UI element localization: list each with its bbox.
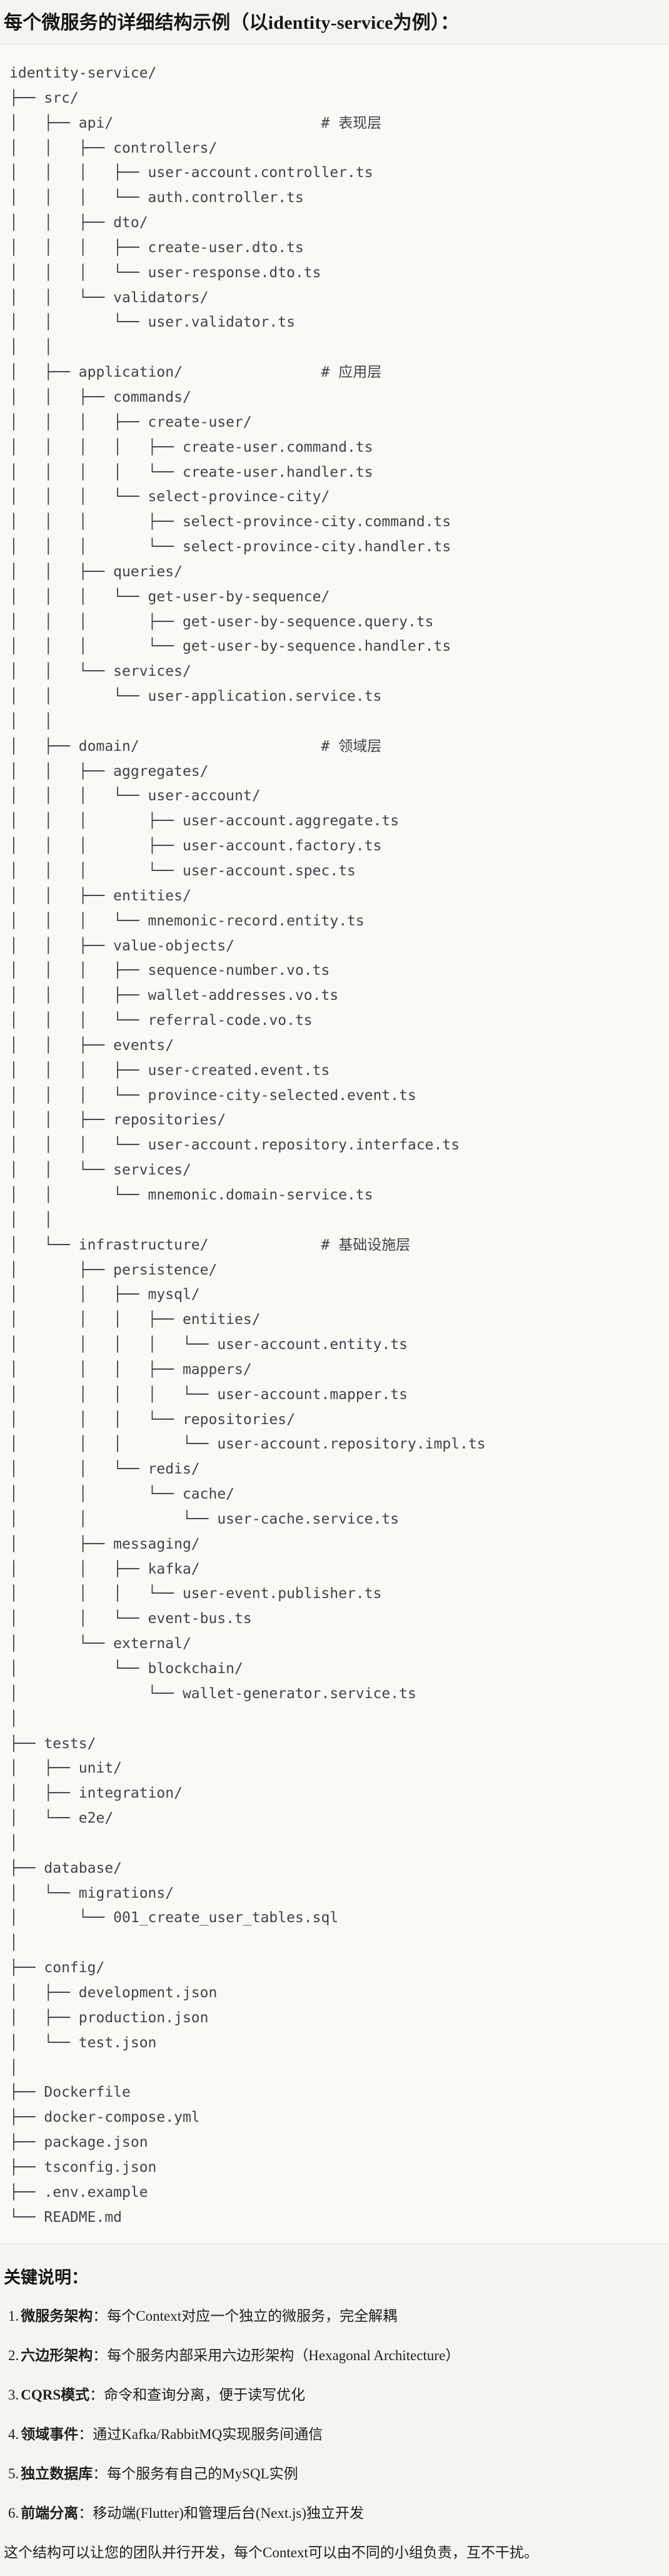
note-colon: ： [78,2505,93,2522]
note-text: 每个服务有自己的MySQL实例 [107,2466,298,2482]
note-term: 独立数据库 [21,2466,93,2482]
note-text: 每个Context对应一个独立的微服务，完全解耦 [107,2308,398,2324]
note-number: 4. [8,2426,19,2443]
page-title: 每个微服务的详细结构示例（以identity-service为例）： [4,13,460,33]
note-number: 5. [8,2466,19,2482]
note-colon: ： [78,2426,93,2443]
note-text: 命令和查询分离，便于读写优化 [104,2387,306,2403]
note-number: 6. [8,2505,19,2522]
note-item: 5.独立数据库：每个服务有自己的MySQL实例 [8,2463,664,2485]
note-term: 六边形架构 [21,2348,93,2364]
notes-heading: 关键说明： [4,2268,88,2288]
note-number: 3. [8,2387,19,2403]
note-term: CQRS模式 [21,2387,90,2403]
notes-list: 1.微服务架构：每个Context对应一个独立的微服务，完全解耦 2.六边形架构… [4,2306,664,2524]
closing-paragraph: 这个结构可以让您的团队并行开发，每个Context可以由不同的小组负责，互不干扰… [4,2545,538,2561]
note-number: 2. [8,2348,19,2364]
note-text: 移动端(Flutter)和管理后台(Next.js)独立开发 [93,2505,365,2522]
note-term: 微服务架构 [21,2308,93,2324]
note-item: 3.CQRS模式：命令和查询分离，便于读写优化 [8,2385,664,2406]
note-item: 2.六边形架构：每个服务内部采用六边形架构（Hexagonal Architec… [8,2345,664,2366]
note-colon: ： [89,2387,104,2403]
note-number: 1. [8,2308,19,2324]
code-block: identity-service/ ├── src/ │ ├── api/ # … [0,44,669,2245]
directory-tree: identity-service/ ├── src/ │ ├── api/ # … [9,65,486,2226]
note-term: 领域事件 [21,2426,79,2443]
note-colon: ： [93,2466,108,2482]
note-colon: ： [93,2348,108,2364]
note-colon: ： [93,2308,108,2324]
note-item: 4.领域事件：通过Kafka/RabbitMQ实现服务间通信 [8,2424,664,2445]
note-term: 前端分离 [21,2505,79,2522]
note-text: 通过Kafka/RabbitMQ实现服务间通信 [93,2426,323,2443]
note-text: 每个服务内部采用六边形架构（Hexagonal Architecture） [107,2348,460,2364]
note-item: 6.前端分离：移动端(Flutter)和管理后台(Next.js)独立开发 [8,2503,664,2524]
note-item: 1.微服务架构：每个Context对应一个独立的微服务，完全解耦 [8,2306,664,2327]
notes-section: 关键说明： 1.微服务架构：每个Context对应一个独立的微服务，完全解耦 2… [0,2266,669,2572]
